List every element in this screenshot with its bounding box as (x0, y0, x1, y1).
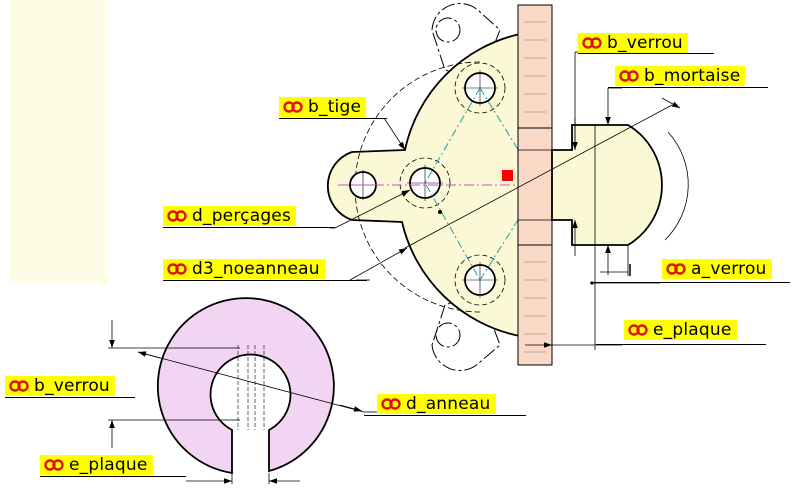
tag-underline (5, 397, 135, 398)
background-panel (10, 0, 108, 283)
param-tag-d-anneau[interactable]: d_anneau (377, 394, 496, 414)
link-chain-icon (619, 70, 639, 82)
tag-underline (592, 282, 790, 283)
param-tag-b-verrou-top[interactable]: b_verrou (578, 33, 688, 53)
dim-e-plaque-bottom (186, 473, 300, 484)
param-label: b_verrou (607, 33, 683, 53)
tag-underline (578, 53, 714, 54)
dim-b-verrou-left (108, 320, 240, 448)
param-tag-a-verrou[interactable]: a_verrou (662, 259, 772, 279)
param-tag-b-tige[interactable]: b_tige (279, 97, 367, 117)
ghost-lobe-bottom (431, 291, 501, 371)
link-chain-icon (167, 263, 187, 275)
link-chain-icon (628, 324, 648, 336)
ring-hidden-lines (237, 345, 265, 430)
param-tag-b-mortaise[interactable]: b_mortaise (615, 66, 746, 86)
param-tag-d3-noeanneau[interactable]: d3_noeanneau (163, 259, 325, 279)
dim-a-verrou (590, 245, 660, 350)
param-label: a_verrou (691, 259, 767, 279)
param-tag-b-verrou-left[interactable]: b_verrou (5, 376, 115, 396)
hole-center (399, 157, 451, 209)
tag-underline (163, 227, 335, 228)
pitch-arc (354, 61, 481, 313)
dim-b-verrou-top (572, 51, 584, 256)
leader-lines (330, 97, 681, 281)
ghost-lobe-top (431, 3, 501, 81)
outer-arc (664, 131, 689, 241)
dim-d-anneau (137, 351, 378, 413)
param-label: e_plaque (653, 320, 732, 340)
tag-underline (40, 476, 186, 477)
tag-underline (163, 280, 367, 281)
link-chain-icon (44, 459, 64, 471)
param-label: e_plaque (69, 455, 148, 475)
link-chain-icon (381, 398, 401, 410)
param-tag-e-plaque-bottom[interactable]: e_plaque (40, 455, 153, 475)
param-label: b_tige (308, 97, 362, 117)
pitch-point (438, 210, 442, 214)
param-label: b_mortaise (644, 66, 741, 86)
link-chain-icon (167, 210, 187, 222)
lock-bolt (551, 124, 663, 246)
link-chain-icon (283, 101, 303, 113)
tag-underline (364, 415, 526, 416)
ring (156, 297, 335, 475)
origin-marker (502, 170, 513, 181)
param-tag-d-percages[interactable]: d_perçages (163, 206, 297, 226)
tag-underline (279, 118, 387, 119)
plate (517, 4, 553, 366)
tag-underline (596, 344, 766, 345)
param-tag-e-plaque-right[interactable]: e_plaque (624, 320, 737, 340)
link-chain-icon (666, 263, 686, 275)
param-label: b_verrou (34, 376, 110, 396)
param-label: d_anneau (406, 394, 491, 414)
dim-e-plaque-right (525, 342, 622, 365)
param-label: d_perçages (192, 206, 292, 226)
param-label: d3_noeanneau (192, 259, 320, 279)
tag-underline (608, 87, 768, 88)
dim-b-mortaise (605, 87, 622, 275)
link-chain-icon (9, 380, 29, 392)
link-chain-icon (582, 37, 602, 49)
